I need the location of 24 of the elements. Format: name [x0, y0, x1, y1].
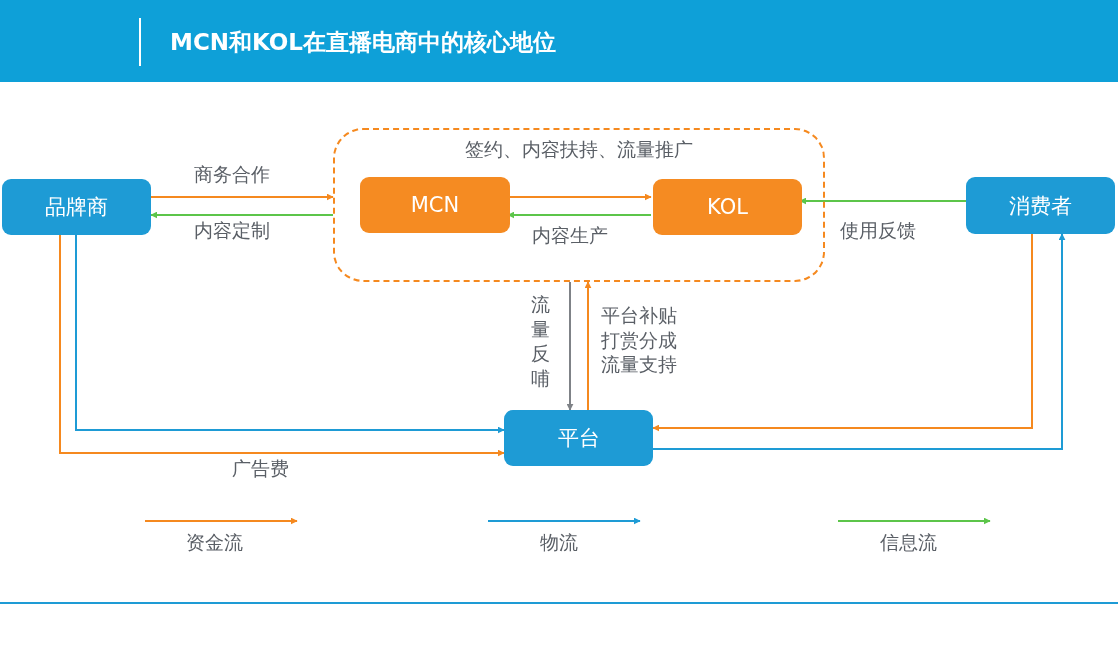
arrow	[652, 233, 1066, 450]
process-box: MCN	[360, 177, 510, 233]
edge-label: 商务合作	[194, 163, 270, 187]
arrow	[566, 281, 574, 411]
edge-label: 内容定制	[194, 219, 270, 243]
arrow	[584, 281, 592, 411]
process-box: 消费者	[966, 177, 1115, 234]
arrow	[150, 193, 334, 201]
legend-text: 物流	[540, 531, 578, 555]
group-heading: 签约、内容扶持、流量推广	[464, 138, 694, 162]
legend-text: 资金流	[186, 531, 243, 555]
edge-label: 内容生产	[532, 224, 608, 248]
process-box: 平台	[504, 410, 653, 466]
edge-label: 流量反哺	[531, 292, 551, 391]
edge-label: 使用反馈	[840, 219, 916, 243]
title: MCN和KOL在直播电商中的核心地位	[170, 28, 556, 57]
arrow	[150, 211, 334, 219]
arrow	[652, 233, 1033, 432]
process-box: 品牌商	[2, 179, 151, 235]
process-box: KOL	[653, 179, 802, 235]
dashed-group	[333, 128, 825, 282]
edge-label: 平台补贴打赏分成流量支持	[601, 303, 678, 378]
edge-label: 广告费	[232, 457, 289, 481]
legend-text: 信息流	[880, 531, 937, 555]
